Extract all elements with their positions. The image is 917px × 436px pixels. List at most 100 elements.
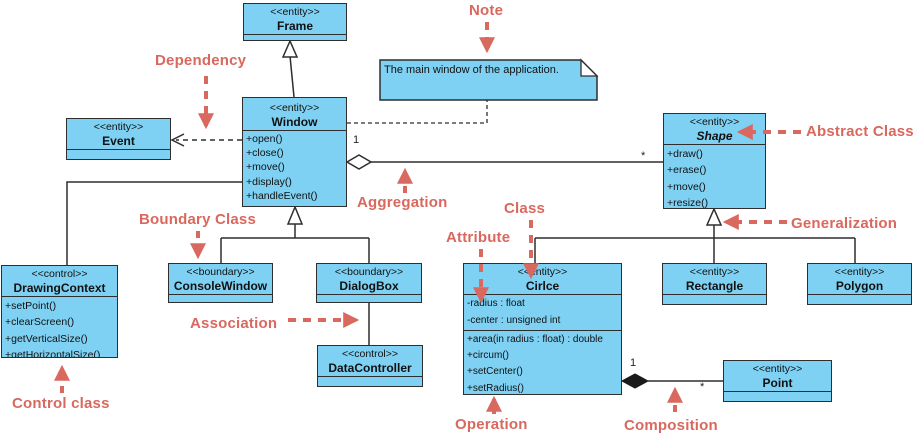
operations-compartment: +open() +close() +move() +display() +han… [243,130,346,206]
window-children-generalization [220,205,370,264]
class-window: <<entity>> Window +open() +close() +move… [242,97,347,207]
operation: +display() [246,175,292,188]
operation: +getHorizontalSize() [5,349,101,358]
multiplicity: * [700,381,705,393]
class-dialog-box: <<boundary>> DialogBox [316,263,422,303]
operation: +getVerticalSize() [5,332,88,345]
multiplicity: 1 [353,134,360,146]
class-stereotype: <<entity>> [270,6,320,18]
class-rectangle: <<entity>> Rectangle [662,263,767,305]
multiplicity: * [641,150,646,162]
class-circle: <<entity>> Cirlce -radius : float -cente… [463,263,622,395]
operation: +setRadius() [467,382,524,394]
class-console-window: <<boundary>> ConsoleWindow [168,263,273,303]
class-name: DialogBox [339,279,399,293]
operation: +move() [246,161,285,174]
annotation-class: Class [504,200,546,217]
shape-generalization [534,207,856,264]
class-stereotype: <<control>> [31,268,88,280]
class-event: <<entity>> Event [66,118,171,160]
aggregation-diamond-icon [345,154,373,170]
class-stereotype: <<entity>> [834,266,885,278]
operation: +open() [246,133,283,145]
empty-compartment [318,376,422,386]
operation: +move() [667,180,706,193]
empty-compartment [67,149,170,159]
annotation-attribute: Attribute [446,229,511,246]
generalization-triangle-icon [286,205,304,225]
class-name: Shape [696,129,733,143]
window-drawingcontext-association [66,181,242,266]
class-name: Rectangle [685,279,744,293]
annotation-control-class: Control class [12,395,110,412]
class-shape: <<entity>> Shape +draw() +erase() +move(… [663,113,766,209]
annotation-abstract-class: Abstract Class [806,123,914,140]
class-stereotype: <<control>> [341,348,399,360]
empty-compartment [169,294,272,302]
operation: +setPoint() [5,300,57,312]
class-stereotype: <<entity>> [93,121,144,133]
note-fold-icon [580,58,599,77]
class-name: Event [102,134,135,148]
empty-compartment [724,391,831,401]
empty-compartment [244,34,346,40]
empty-compartment [663,294,766,304]
class-name: DrawingContext [13,281,106,295]
operation: +clearScreen() [5,316,75,329]
class-name: DataController [328,361,412,375]
operation: +draw() [667,148,703,160]
operations-compartment: +area(in radius : float) : double +circu… [464,329,621,394]
operation: +circum() [467,350,509,361]
class-name: Polygon [835,279,884,293]
circle-point-composition [620,373,723,389]
operations-compartment: +draw() +erase() +move() +resize() [664,144,765,209]
class-polygon: <<entity>> Polygon [807,263,912,305]
note-shape [379,58,599,101]
class-stereotype: <<entity>> [752,363,803,375]
operation: +area(in radius : float) : double [467,333,603,345]
generalization-triangle-icon [281,39,299,58]
note-text: The main window of the application. [384,64,559,76]
class-data-controller: <<control>> DataController [317,345,423,387]
operations-compartment: +setPoint() +clearScreen() +getVerticalS… [2,296,117,358]
annotation-note: Note [469,2,504,19]
class-name: Point [762,376,793,390]
window-shape-aggregation [345,154,663,170]
class-stereotype: <<entity>> [269,102,320,114]
frame-window-generalization [281,39,299,98]
class-drawing-context: <<control>> DrawingContext +setPoint() +… [1,265,118,358]
open-arrow-icon [170,133,185,147]
class-point: <<entity>> Point [723,360,832,402]
annotation-boundary-class: Boundary Class [139,211,256,228]
class-stereotype: <<entity>> [517,266,568,278]
annotation-generalization: Generalization [791,215,898,232]
annotation-dependency: Dependency [155,52,247,69]
class-name: ConsoleWindow [173,279,268,293]
class-stereotype: <<boundary>> [334,266,404,278]
generalization-triangle-icon [705,207,723,226]
class-stereotype: <<entity>> [689,116,740,128]
operation: +erase() [667,164,707,177]
operation: +setCenter() [467,366,523,378]
operation: +handleEvent() [246,189,318,202]
attribute: -radius : float [467,298,525,309]
attribute: -center : unsigned int [467,314,561,326]
multiplicity: 1 [630,357,637,369]
class-name: Frame [276,19,314,33]
annotation-composition: Composition [624,417,718,434]
class-stereotype: <<boundary>> [186,266,255,278]
class-name: Window [271,115,318,129]
annotation-aggregation: Aggregation [357,194,448,211]
attributes-compartment: -radius : float -center : unsigned int [464,294,621,330]
annotation-association: Association [190,315,278,332]
empty-compartment [317,294,421,302]
note-anchor [347,100,488,124]
window-event-dependency [170,133,242,147]
annotation-operation: Operation [455,416,528,433]
class-frame: <<entity>> Frame [243,3,347,41]
operation: +resize() [667,197,709,209]
composition-diamond-icon [620,373,650,389]
empty-compartment [808,294,911,304]
